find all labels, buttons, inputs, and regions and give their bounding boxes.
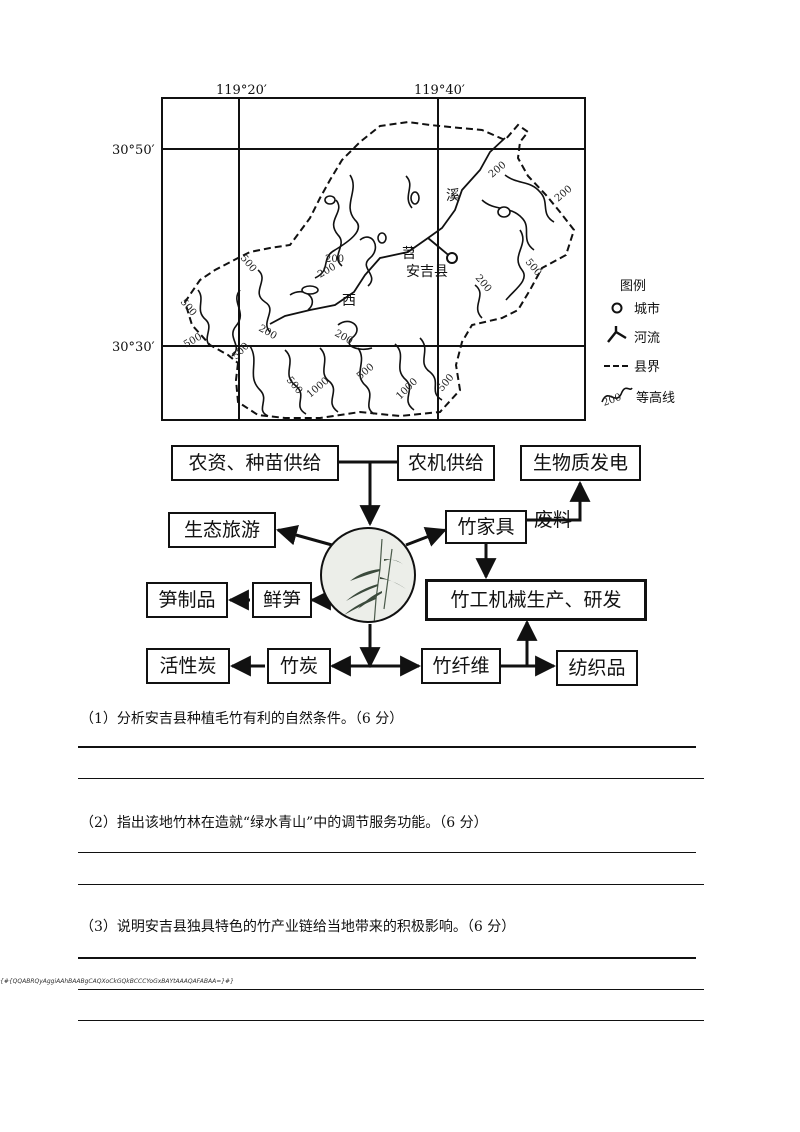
city-circle-icon: [611, 302, 623, 314]
biomass-power-box: 生物质发电: [520, 445, 641, 481]
contour-closed: [301, 191, 511, 295]
machinery-supply-box: 农机供给: [397, 445, 495, 481]
contour-line-icon: [601, 387, 633, 403]
bamboo-furniture-box: 竹家具: [445, 510, 527, 544]
city-marker: [446, 252, 458, 264]
legend-label: 河流: [634, 331, 660, 346]
bamboo-charcoal-box: 竹炭: [267, 648, 331, 684]
river: [269, 137, 506, 325]
legend-label: 等高线: [636, 390, 675, 406]
answer-line[interactable]: [78, 746, 696, 748]
lat-label: 30°50′: [112, 143, 155, 158]
agri-supply-box: 农资、种苗供给: [171, 445, 339, 481]
shoot-products-box: 笋制品: [146, 582, 228, 618]
answer-line[interactable]: [78, 957, 696, 959]
legend-label: 县界: [634, 360, 660, 375]
legend-title: 图例: [620, 279, 646, 294]
answer-line[interactable]: [78, 884, 704, 885]
answer-line[interactable]: [78, 1020, 704, 1021]
answer-line[interactable]: [78, 778, 704, 779]
lat-label: 30°30′: [112, 340, 155, 355]
question-3: （3）说明安吉县独具特色的竹产业链给当地带来的积极影响。（6 分）: [80, 919, 516, 935]
fresh-shoots-box: 鲜笋: [252, 582, 312, 618]
waste-label: 废料: [534, 509, 573, 531]
county-boundary: [183, 120, 576, 419]
textiles-box: 纺织品: [556, 650, 638, 686]
question-1: （1）分析安吉县种植毛竹有利的自然条件。（6 分）: [80, 711, 404, 727]
answer-line[interactable]: [78, 989, 704, 990]
bamboo-fiber-box: 竹纤维: [421, 648, 501, 684]
legend: 图例 城市 河流 县界 200 等高线: [601, 279, 675, 409]
footer-code: {#{QQABRQyAggiAAhBAABgCAQXoCkGQkBCCCYoGx…: [0, 978, 234, 985]
lon-label: 119°40′: [414, 83, 465, 98]
question-2: （2）指出该地竹林在造就“绿水青山”中的调节服务功能。（6 分）: [80, 815, 488, 831]
contour-lines: [197, 174, 555, 417]
legend-label: 城市: [634, 301, 660, 317]
map-frame: [161, 97, 586, 421]
river-char: 苕: [402, 246, 416, 262]
legend-contour-sample: 200: [601, 392, 623, 409]
contour-label: 200: [325, 254, 344, 265]
river-char: 溪: [446, 188, 460, 204]
topographic-map: 119°20′ 119°40′ 30°50′ 30°30′: [112, 83, 675, 421]
bamboo-machinery-box: 竹工机械生产、研发: [425, 579, 647, 621]
answer-line[interactable]: [78, 852, 696, 853]
lon-label: 119°20′: [216, 83, 267, 98]
county-name: 安吉县: [406, 264, 448, 280]
bamboo-painting-image: [320, 527, 416, 623]
river-icon: [607, 326, 627, 343]
river-char: 西: [342, 293, 356, 309]
eco-tourism-box: 生态旅游: [168, 512, 276, 548]
activated-carbon-box: 活性炭: [146, 648, 230, 684]
